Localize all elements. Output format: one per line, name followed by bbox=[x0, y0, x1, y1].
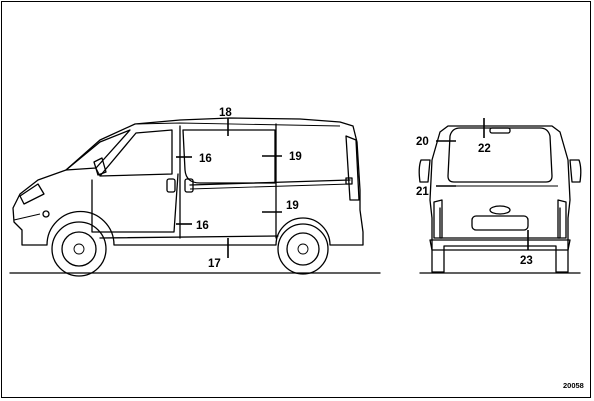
rear-bumper bbox=[429, 239, 571, 251]
side-window bbox=[182, 129, 276, 184]
side-view-van bbox=[9, 117, 381, 277]
rear-view-van bbox=[418, 125, 582, 274]
logo bbox=[489, 205, 511, 215]
label-23: 23 bbox=[520, 255, 533, 267]
windshield bbox=[65, 129, 131, 171]
sill-strip bbox=[99, 235, 279, 239]
label-17: 17 bbox=[208, 258, 221, 270]
label-18: 18 bbox=[219, 107, 232, 119]
rear-wheel bbox=[277, 223, 329, 275]
front-door bbox=[91, 173, 179, 233]
label-21: 21 bbox=[416, 186, 429, 198]
roof-line bbox=[134, 122, 341, 127]
label-16-lower: 16 bbox=[196, 220, 209, 232]
tail-light-left bbox=[433, 199, 443, 239]
mirror bbox=[93, 157, 107, 176]
label-19-lower: 19 bbox=[286, 200, 299, 212]
rear-light bbox=[345, 135, 360, 201]
label-22: 22 bbox=[478, 143, 491, 155]
headlight bbox=[19, 183, 45, 205]
side-leaders bbox=[176, 118, 282, 258]
brake-light bbox=[489, 127, 511, 134]
licence-plate bbox=[471, 215, 529, 231]
reference-code: 20058 bbox=[563, 381, 584, 390]
front-door-window bbox=[99, 129, 173, 177]
front-wheel bbox=[51, 221, 107, 277]
rear-window bbox=[447, 127, 553, 183]
rear-body-outline bbox=[429, 125, 571, 273]
rear-mirror-left bbox=[418, 159, 431, 183]
rear-mirror-right bbox=[569, 159, 582, 183]
rear-leaders bbox=[436, 118, 529, 250]
van-body-outline bbox=[12, 117, 364, 246]
label-20: 20 bbox=[416, 136, 429, 148]
side-belt-line bbox=[189, 179, 351, 186]
fog-light bbox=[42, 210, 50, 218]
label-19-upper: 19 bbox=[289, 151, 302, 163]
front-door-handle bbox=[166, 178, 176, 193]
label-16-upper: 16 bbox=[199, 153, 212, 165]
tail-light-right bbox=[557, 199, 567, 239]
tailgate-lower bbox=[439, 207, 561, 239]
